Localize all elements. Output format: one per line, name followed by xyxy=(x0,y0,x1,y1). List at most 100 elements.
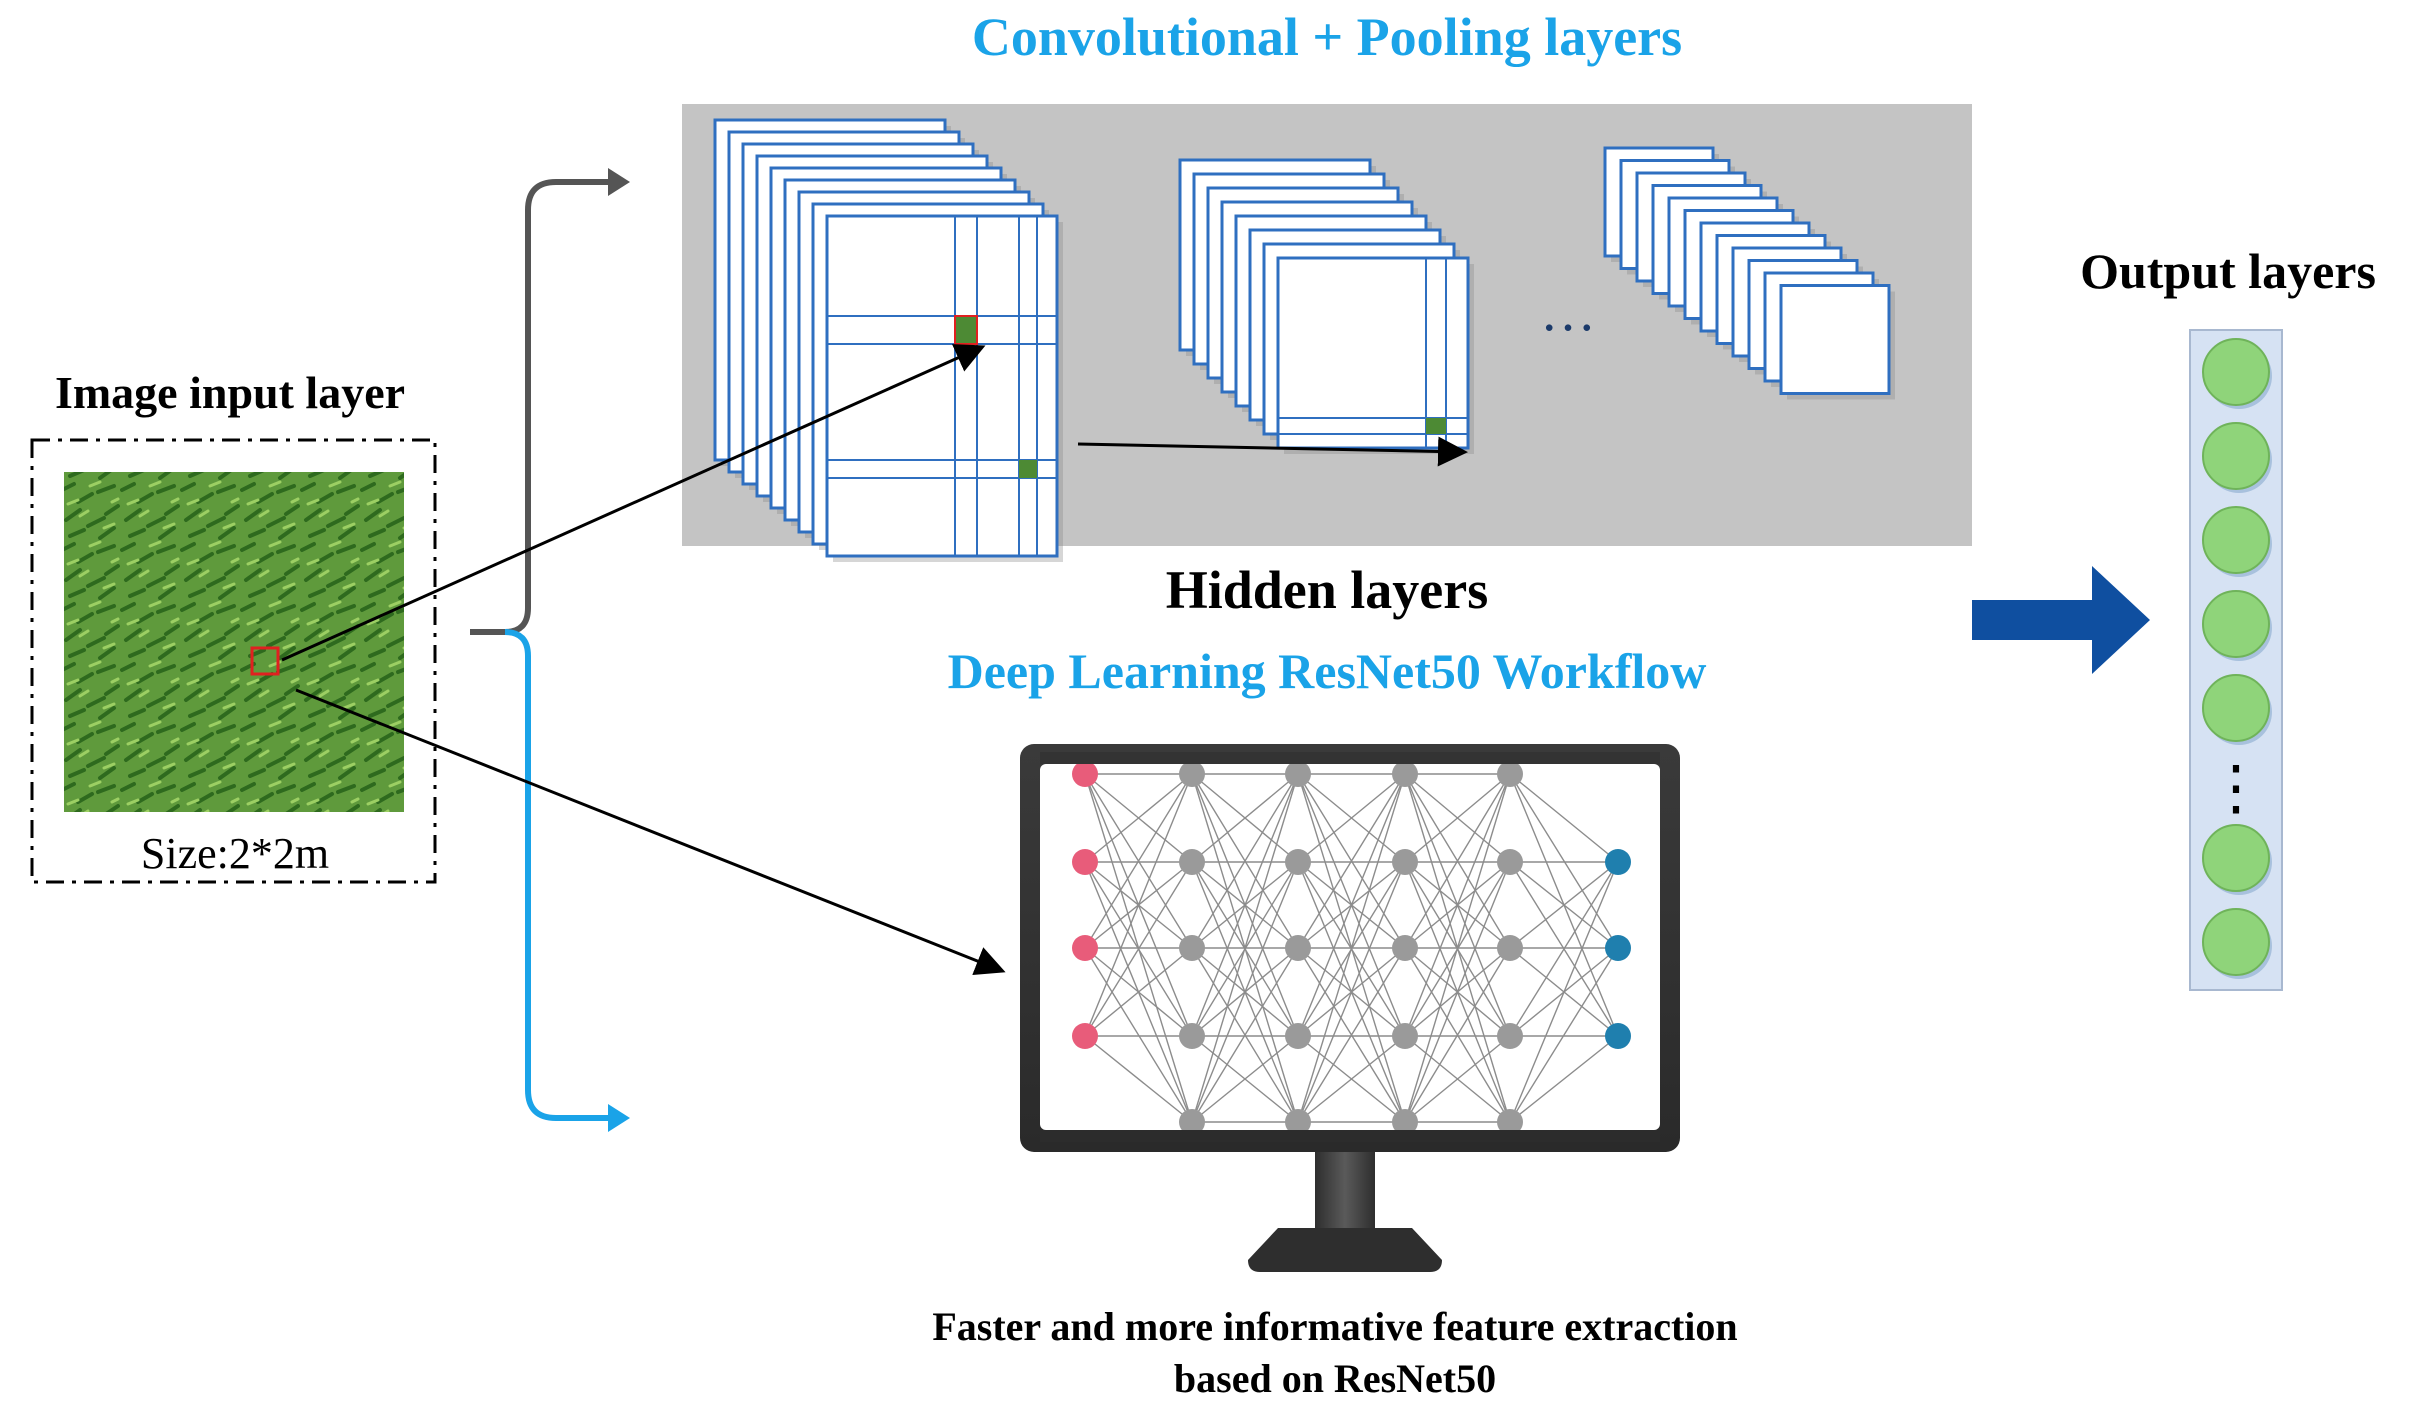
nn-edge xyxy=(1404,773,1511,863)
output-layer: ⋮ xyxy=(2189,329,2283,991)
feature-map-stack-1 xyxy=(713,118,1063,562)
arrow-to-conv-grid xyxy=(281,344,986,662)
nn-edge xyxy=(1404,947,1511,1123)
input-layer-title: Image input layer xyxy=(55,367,405,418)
bracket-to-workflow xyxy=(504,629,615,1121)
bracket-to-conv-head xyxy=(608,168,630,196)
output-node xyxy=(2202,590,2270,658)
monitor-icon xyxy=(1020,744,1680,1272)
nn-edge xyxy=(1509,861,1619,1123)
nn-edge xyxy=(1191,773,1299,949)
nn-edge xyxy=(1404,1035,1511,1123)
nn-hidden-node xyxy=(1179,1023,1205,1049)
conv-patch xyxy=(1019,460,1037,478)
output-layers-title: Output layers xyxy=(2080,243,2376,299)
nn-edge xyxy=(1297,947,1406,1123)
conv-pooling-title: Convolutional + Pooling layers xyxy=(972,7,1682,67)
grass-field-photo xyxy=(64,472,404,812)
nn-hidden-node xyxy=(1497,761,1523,787)
output-node xyxy=(2202,338,2270,406)
output-node xyxy=(2202,506,2270,574)
nn-edge xyxy=(1509,861,1619,949)
monitor-bezel-top xyxy=(1040,752,1660,764)
feature-map-stack-2 xyxy=(1178,158,1474,454)
feature-map xyxy=(1276,256,1470,450)
output-node xyxy=(2202,824,2270,892)
output-ellipsis: ⋮ xyxy=(2206,755,2266,821)
caption-line-2: based on ResNet50 xyxy=(1174,1356,1496,1401)
nn-edge xyxy=(1509,773,1619,863)
nn-edge xyxy=(1404,773,1511,1123)
nn-hidden-node xyxy=(1392,761,1418,787)
nn-edge xyxy=(1297,773,1406,1037)
bracket-to-workflow-head xyxy=(608,1104,630,1132)
nn-edge xyxy=(1191,861,1299,1123)
nn-input-node xyxy=(1072,761,1098,787)
nn-edge xyxy=(1191,947,1299,1123)
nn-hidden-node xyxy=(1285,849,1311,875)
nn-edge xyxy=(1084,773,1193,949)
nn-hidden-node xyxy=(1497,1109,1523,1135)
nn-output-node xyxy=(1605,1023,1631,1049)
nn-edge xyxy=(1191,773,1299,863)
nn-hidden-node xyxy=(1285,761,1311,787)
nn-edge xyxy=(1297,773,1406,1123)
nn-edge xyxy=(1509,1035,1619,1123)
conv-patch xyxy=(954,315,978,345)
branch-brackets xyxy=(470,168,630,1132)
nn-hidden-node xyxy=(1179,1109,1205,1135)
nn-edge xyxy=(1084,947,1193,1123)
nn-hidden-node xyxy=(1497,935,1523,961)
feature-map xyxy=(825,214,1059,558)
nn-hidden-node xyxy=(1179,761,1205,787)
monitor-stand-neck xyxy=(1315,1150,1375,1230)
nn-edge xyxy=(1509,947,1619,1123)
monitor-stand-base xyxy=(1248,1228,1442,1272)
monitor-bezel-bottom xyxy=(1040,1130,1660,1142)
feature-map-stack-3 xyxy=(1603,146,1895,400)
nn-edge xyxy=(1191,773,1299,1037)
bracket-to-conv xyxy=(470,179,615,635)
nn-hidden-node xyxy=(1392,849,1418,875)
output-arrow xyxy=(1972,566,2150,674)
pool-patch xyxy=(1426,418,1446,434)
nn-edge xyxy=(1191,773,1299,1123)
nn-edge xyxy=(1084,1035,1193,1123)
arrow-to-pool-map xyxy=(1077,436,1468,467)
nn-edge xyxy=(1297,861,1406,1123)
input-dashdot-frame xyxy=(30,438,437,884)
feature-map xyxy=(1779,284,1891,395)
nn-edge xyxy=(1509,773,1619,949)
nn-edge xyxy=(1297,773,1406,949)
nn-edge xyxy=(1509,861,1619,1037)
nn-input-node xyxy=(1072,935,1098,961)
feature-arrows xyxy=(281,344,1468,976)
nn-hidden-node xyxy=(1285,1109,1311,1135)
nn-hidden-node xyxy=(1392,1023,1418,1049)
output-node xyxy=(2202,908,2270,976)
output-node xyxy=(2202,422,2270,490)
nn-edge xyxy=(1084,773,1193,1037)
nn-hidden-node xyxy=(1497,849,1523,875)
nn-edge xyxy=(1404,773,1511,949)
nn-edges xyxy=(1084,773,1619,1123)
nn-edge xyxy=(1297,1035,1406,1123)
conv-ellipsis: … xyxy=(1540,281,1596,343)
nn-edge xyxy=(1404,861,1511,1123)
nn-hidden-node xyxy=(1392,1109,1418,1135)
nn-hidden-node xyxy=(1497,1023,1523,1049)
nn-edge xyxy=(1404,773,1511,1037)
nn-input-node xyxy=(1072,849,1098,875)
nn-edge xyxy=(1084,947,1193,1037)
nn-hidden-node xyxy=(1285,1023,1311,1049)
nn-output-node xyxy=(1605,935,1631,961)
patch-highlight xyxy=(250,646,280,676)
nn-edge xyxy=(1084,773,1193,863)
image-input-layer: Size:2*2m xyxy=(30,438,437,884)
conv-pooling-panel: … xyxy=(682,104,1972,562)
nn-hidden-node xyxy=(1179,849,1205,875)
nn-edge xyxy=(1297,773,1406,863)
input-size-label: Size:2*2m xyxy=(141,829,329,878)
hidden-layers-title: Hidden layers xyxy=(1166,560,1489,620)
output-nodes xyxy=(2202,338,2272,979)
